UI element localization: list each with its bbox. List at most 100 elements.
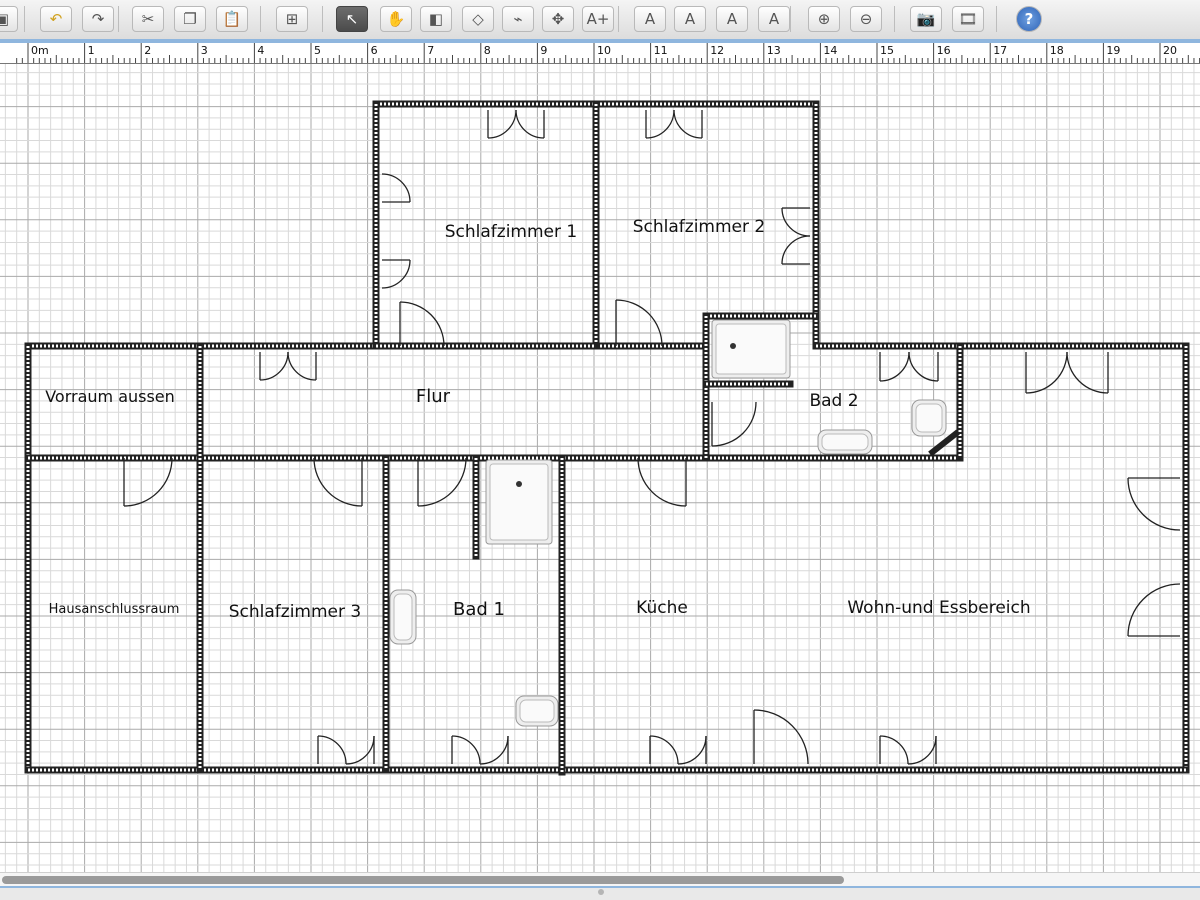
room-label-wohnen[interactable]: Wohn-und Essbereich [847,598,1030,618]
door[interactable] [123,457,173,507]
room-label-flur[interactable]: Flur [416,386,451,407]
ruler-label: 5 [314,44,321,57]
ruler-label: 0m [31,44,49,57]
walls[interactable] [24,100,1190,776]
double-door[interactable] [259,351,289,381]
zoom-out-button[interactable]: ⊖ [850,6,882,32]
double-door[interactable] [677,735,707,765]
plan-menu-button[interactable]: ▣ [0,6,18,32]
toolbar-separator [260,6,261,32]
italic-button[interactable]: A [758,6,790,32]
shower-tray[interactable] [485,459,553,545]
copy-button[interactable]: ❐ [174,6,206,32]
door[interactable] [1127,583,1181,637]
ruler-label: 1 [87,44,95,57]
room-label-schlafzimmer3[interactable]: Schlafzimmer 3 [229,602,361,622]
window[interactable] [381,173,411,203]
doors-and-windows[interactable] [123,109,1181,765]
double-door[interactable] [879,351,910,382]
horizontal-scrollbar[interactable] [0,872,1200,887]
ruler-ticks [16,43,1200,63]
wall[interactable] [928,429,960,457]
zoom-in-icon: ⊕ [817,10,831,28]
bathroom-fixtures[interactable] [389,319,947,727]
double-door[interactable] [673,109,703,139]
splitter-handle[interactable] [598,889,604,895]
add-text-button[interactable]: A+ [582,6,614,32]
room-label-schlafzimmer1[interactable]: Schlafzimmer 1 [445,222,577,242]
double-door[interactable] [1025,351,1068,394]
door[interactable] [615,299,663,347]
clipboard-icon: 📋 [222,10,242,28]
create-walls-icon: ◧ [428,10,444,28]
door[interactable] [417,457,467,507]
sink[interactable] [817,429,873,455]
select-button[interactable]: ↖ [336,6,368,32]
bold-text-icon: A [726,10,738,28]
room-label-kueche[interactable]: Küche [636,598,688,618]
toolbar-separator [790,6,791,32]
double-door[interactable] [479,735,509,765]
drain[interactable] [516,481,522,487]
door[interactable] [637,457,687,507]
room-label-schlafzimmer2[interactable]: Schlafzimmer 2 [633,217,765,237]
double-door[interactable] [907,735,937,765]
door[interactable] [399,301,445,347]
italic-text-icon: A [768,10,780,28]
door[interactable] [711,401,757,447]
toolbar-separator [894,6,895,32]
room-label-hausanschluss[interactable]: Hausanschlussraum [49,602,180,617]
create-walls-button[interactable]: ◧ [420,6,452,32]
ruler-label: 13 [766,44,781,57]
toilet[interactable] [515,695,559,727]
double-door[interactable] [879,735,909,765]
paste-button[interactable]: 📋 [216,6,248,32]
plan-grid [0,64,1200,872]
window[interactable] [781,235,811,265]
double-door[interactable] [1066,351,1109,394]
room-labels[interactable]: Schlafzimmer 1 Schlafzimmer 2 Vorraum au… [45,217,1030,622]
video-button[interactable]: 🎞 [952,6,984,32]
zoom-in-button[interactable]: ⊕ [808,6,840,32]
create-rooms-button[interactable]: ◇ [462,6,494,32]
room-label-bad1[interactable]: Bad 1 [453,599,505,620]
ruler-label: 14 [823,44,838,57]
double-door[interactable] [451,735,481,765]
create-polylines-button[interactable]: ⌁ [502,6,534,32]
bottom-split-bar [0,886,1200,900]
plan-view[interactable]: Schlafzimmer 1 Schlafzimmer 2 Vorraum au… [0,64,1200,872]
double-door[interactable] [317,735,347,765]
redo-button[interactable]: ↷ [82,6,114,32]
double-door[interactable] [908,351,939,382]
ruler-label: 17 [993,44,1008,57]
room-label-bad2[interactable]: Bad 2 [809,391,858,411]
pan-button[interactable]: ✋ [380,6,412,32]
ruler-label: 7 [427,44,435,57]
ruler-label: 20 [1163,44,1177,57]
redo-icon: ↷ [91,10,105,28]
door[interactable] [1127,477,1181,531]
bold-button[interactable]: A [716,6,748,32]
bathtub[interactable] [711,319,791,379]
double-door[interactable] [345,735,375,765]
plan-canvas[interactable]: Schlafzimmer 1 Schlafzimmer 2 Vorraum au… [0,64,1200,872]
door[interactable] [753,709,809,765]
text-style-2-button[interactable]: A [674,6,706,32]
help-button[interactable]: ? [1016,6,1042,32]
window[interactable] [381,259,411,289]
double-door[interactable] [515,109,545,139]
undo-button[interactable]: ↶ [40,6,72,32]
create-dimensions-button[interactable]: ✥ [542,6,574,32]
scrollbar-thumb[interactable] [2,876,844,884]
drain[interactable] [730,343,736,349]
sink[interactable] [389,589,417,645]
text-style-1-button[interactable]: A [634,6,666,32]
add-furniture-button[interactable]: ⊞ [276,6,308,32]
room-label-vorraum[interactable]: Vorraum aussen [45,387,175,406]
photo-button[interactable]: 📷 [910,6,942,32]
double-door[interactable] [287,351,317,381]
cut-button[interactable]: ✂ [132,6,164,32]
double-door[interactable] [649,735,679,765]
door[interactable] [313,457,363,507]
toilet[interactable] [911,399,947,437]
